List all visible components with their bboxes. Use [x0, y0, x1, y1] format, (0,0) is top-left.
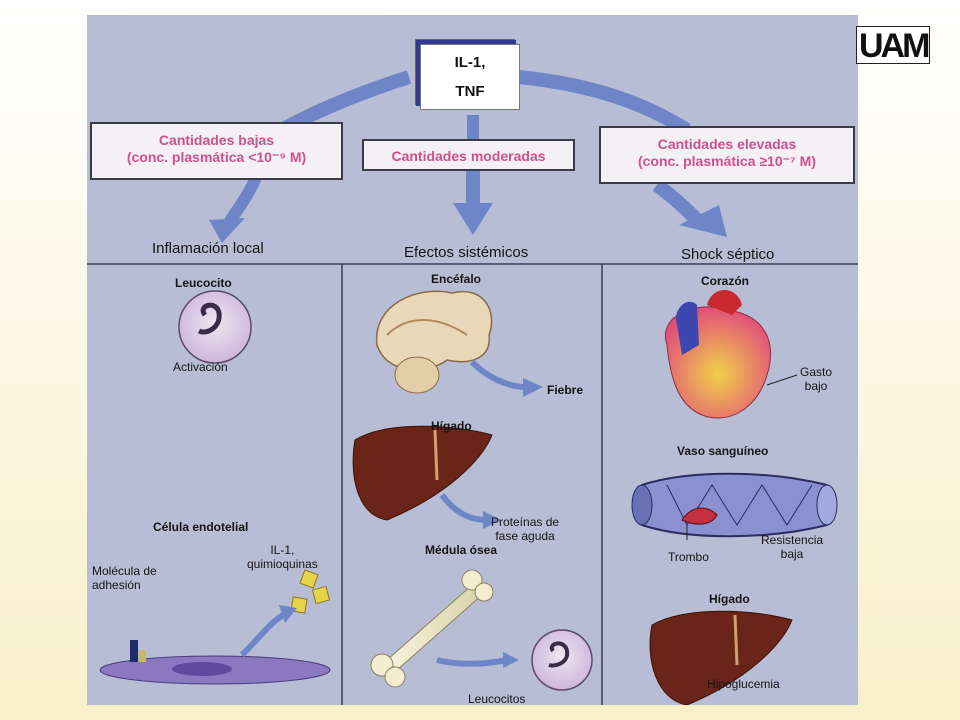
label-proteinas-fase-aguda: Proteínas de fase aguda [491, 515, 559, 544]
il1-line2: quimioquinas [247, 557, 318, 572]
diagram-artwork [87, 70, 858, 705]
box-low-amounts: Cantidades bajas (conc. plasmática <10⁻⁹… [90, 122, 343, 180]
uam-logo: UAM [856, 26, 930, 64]
label-resistencia-baja: Resistencia baja [761, 533, 823, 562]
label-molecula-adhesion: Molécula de adhesión [92, 564, 157, 593]
gasto-line2: bajo [804, 379, 828, 394]
label-trombo: Trombo [668, 550, 709, 564]
title-local-inflammation: Inflamación local [152, 240, 264, 257]
label-leucocito: Leucocito [175, 276, 232, 290]
label-gasto-bajo: Gasto bajo [800, 365, 832, 394]
heart-illustration [664, 290, 798, 419]
il1-tnf-line1: IL-1, [454, 54, 486, 71]
label-medula-osea: Médula ósea [425, 543, 498, 557]
label-vaso-sanguineo: Vaso sanguíneo [677, 444, 769, 458]
liver-illustration-shock [649, 610, 793, 705]
figure-panel: Cantidades bajas (conc. plasmática <10⁻⁹… [87, 15, 858, 705]
molecula-line2: adhesión [92, 578, 141, 593]
proteinas-line2: fase aguda [495, 529, 555, 544]
arrow-to-high [518, 70, 691, 136]
label-encefalo: Encéfalo [431, 272, 482, 286]
box-high-amounts: Cantidades elevadas (conc. plasmática ≥1… [599, 126, 855, 184]
molecula-line1: Molécula de [92, 564, 157, 578]
brain-illustration [376, 290, 543, 397]
label-higado-systemic: Hígado [431, 419, 472, 433]
box-high-line2: (conc. plasmática ≥10⁻⁷ M) [637, 152, 816, 169]
label-higado-shock: Hígado [709, 592, 750, 606]
vessel-illustration [631, 472, 838, 540]
leukocyte-illustration [178, 290, 252, 364]
endothelial-cell [99, 569, 331, 685]
label-activacion: Activación [173, 360, 228, 374]
label-il1-quimioquinas: IL-1, quimioquinas [247, 543, 318, 572]
box-moderate-amounts: Cantidades moderadas [362, 139, 575, 171]
il1-tnf-line2: TNF [455, 83, 485, 100]
il1-tnf-box: IL-1, TNF [420, 44, 520, 110]
proteinas-line1: Proteínas de [491, 515, 560, 529]
resistencia-line2: baja [780, 547, 804, 562]
box-moderate-line1: Cantidades moderadas [391, 148, 546, 164]
label-leucocitos: Leucocitos [468, 692, 526, 705]
il1-line1: IL-1, [270, 543, 295, 557]
box-low-line2: (conc. plasmática <10⁻⁹ M) [126, 148, 307, 165]
title-systemic-effects: Efectos sistémicos [404, 244, 529, 261]
bone-illustration [370, 569, 593, 691]
label-celula-endotelial: Célula endotelial [153, 520, 249, 534]
liver-illustration-systemic [352, 425, 501, 529]
label-corazon: Corazón [701, 274, 749, 288]
gasto-line1: Gasto [800, 365, 833, 379]
label-fiebre: Fiebre [547, 383, 584, 397]
box-high-line1: Cantidades elevadas [657, 136, 797, 152]
label-hipoglucemia: Hipoglucemia [707, 677, 780, 691]
box-low-line1: Cantidades bajas [158, 132, 275, 148]
title-septic-shock: Shock séptico [681, 246, 775, 263]
arrow-high-down [652, 179, 702, 225]
resistencia-line1: Resistencia [761, 533, 824, 547]
